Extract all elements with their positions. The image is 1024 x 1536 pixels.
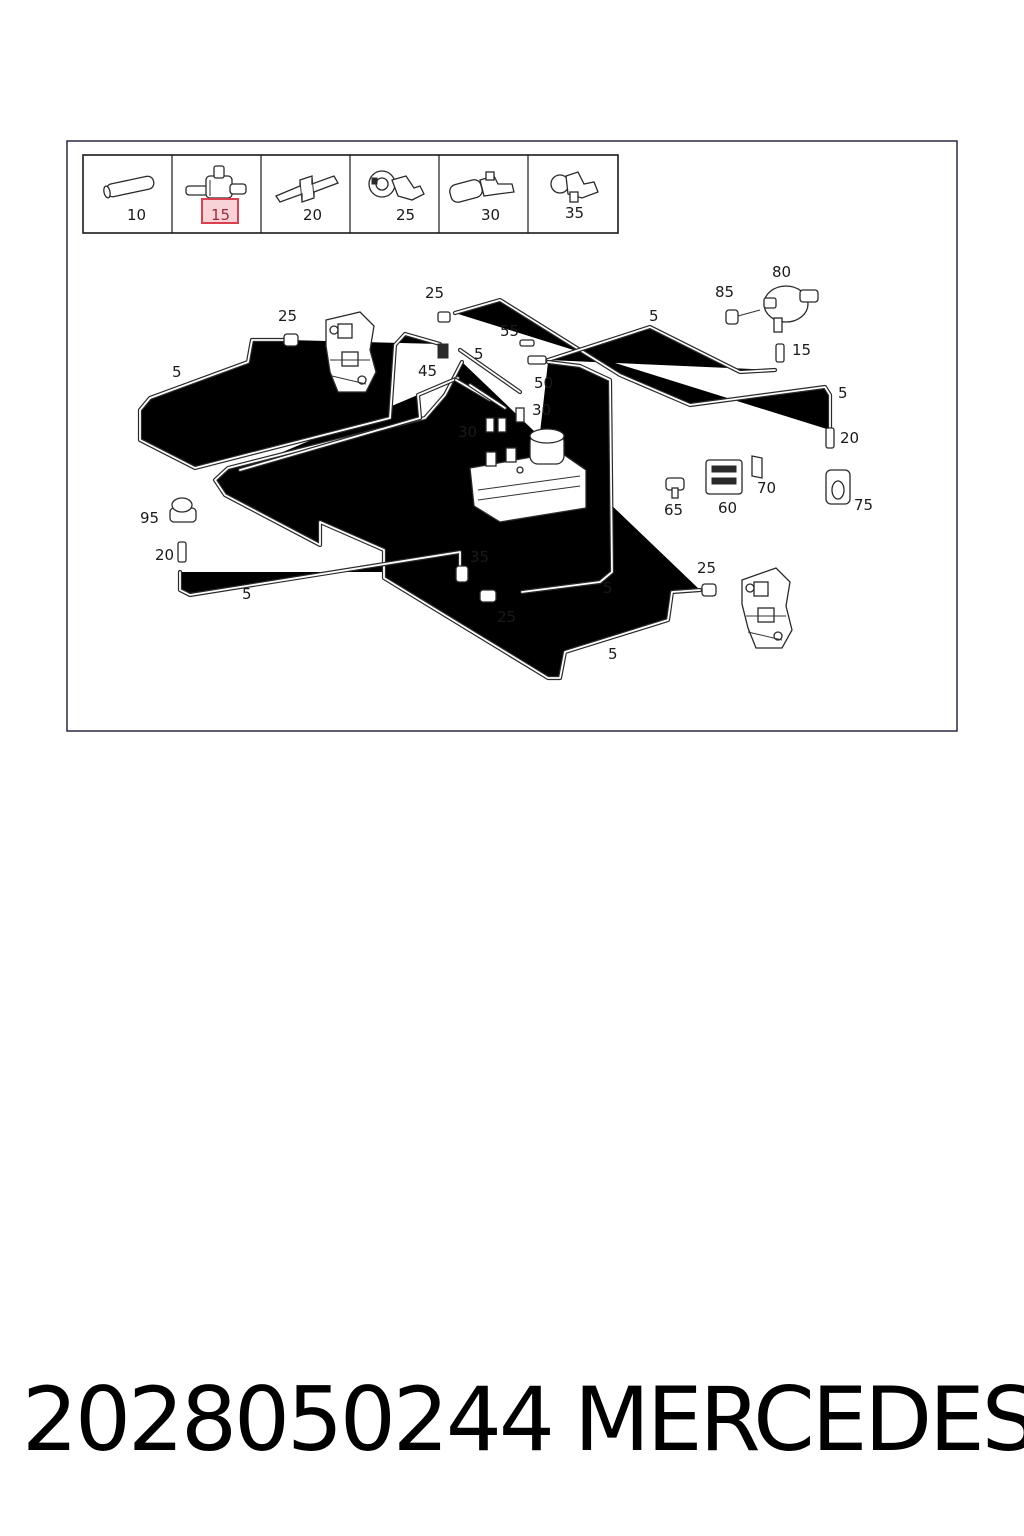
footer: 2028050244 MERCEDES [0,1360,1024,1480]
callout-25: 25 [278,307,297,325]
callout-5: 5 [603,579,613,597]
callout-60: 60 [718,499,737,517]
connector-fittings [177,311,835,603]
legend-label-10: 10 [127,206,146,224]
callout-75: 75 [854,496,873,514]
screw-85-icon [725,309,761,325]
legend-table: 10 15 20 25 30 35 [82,154,619,234]
fitting-20a-icon [825,427,835,449]
callout-5: 5 [608,645,618,663]
part-number: 2028050244 [22,1368,555,1471]
legend-highlight-box [201,198,239,224]
bolt-65-icon [665,477,685,499]
fitting-50-icon [527,355,547,365]
callout-65: 65 [664,501,683,519]
door-lock-actuator-icon [741,567,793,649]
parts-diagram: 10 15 20 25 30 35 [66,140,958,732]
legend-part-25-elbow-icon [368,170,425,201]
callout-15: 15 [792,341,811,359]
callout-80: 80 [772,263,791,281]
legend-part-15-tee-connector-icon [185,165,247,199]
legend-part-35-tee-nut-icon [550,171,599,203]
callout-30: 30 [458,423,477,441]
callout-25: 25 [697,559,716,577]
callout-30: 30 [532,401,551,419]
callout-labels: 25 5 25 55 5 45 50 30 30 5 85 80 15 5 20… [140,263,873,663]
fitting-55-icon [519,339,535,347]
callout-95: 95 [140,509,159,527]
fitting-25a-icon [283,333,299,347]
sensor-95-icon [169,497,197,523]
legend-label-30: 30 [481,206,500,224]
door-lock-actuator-icon [325,311,377,393]
legend-label-20: 20 [303,206,322,224]
vacuum-valve-80-icon [763,285,819,333]
callout-25: 25 [425,284,444,302]
fitting-30c-icon [497,417,507,433]
switch-60-icon [705,459,743,495]
legend-label-35: 35 [565,204,584,222]
legend-label-15: 15 [211,206,230,224]
fitting-30b-icon [515,407,525,423]
legend-part-20-barb-connector-icon [275,175,339,203]
fitting-20b-icon [177,541,187,563]
brand-name: MERCEDES [574,1368,1024,1471]
callout-85: 85 [715,283,734,301]
bracket-70-icon [751,455,763,479]
callout-50: 50 [534,374,553,392]
callout-45: 45 [418,362,437,380]
callout-55: 55 [500,322,519,340]
callout-35: 35 [470,548,489,566]
callout-5: 5 [838,384,848,402]
callout-70: 70 [757,479,776,497]
fitting-35-icon [455,565,469,583]
legend-label-25: 25 [396,206,415,224]
fitting-15-icon [775,343,785,363]
callout-5: 5 [242,585,252,603]
callout-5: 5 [474,345,484,363]
callout-5: 5 [172,363,182,381]
fitting-25c-icon [479,589,497,603]
legend-part-30-angle-connector-icon [449,171,515,203]
fitting-25d-icon [701,583,717,597]
vacuum-pump-icon [469,428,587,523]
fitting-25b-icon [437,311,451,323]
legend-part-10-sleeve-icon [103,175,155,199]
callout-25: 25 [497,608,516,626]
valve-75-icon [825,469,851,505]
callout-20: 20 [155,546,174,564]
callout-5: 5 [649,307,659,325]
fitting-45-icon [437,343,449,359]
callout-20: 20 [840,429,859,447]
fitting-30a-icon [485,417,495,433]
